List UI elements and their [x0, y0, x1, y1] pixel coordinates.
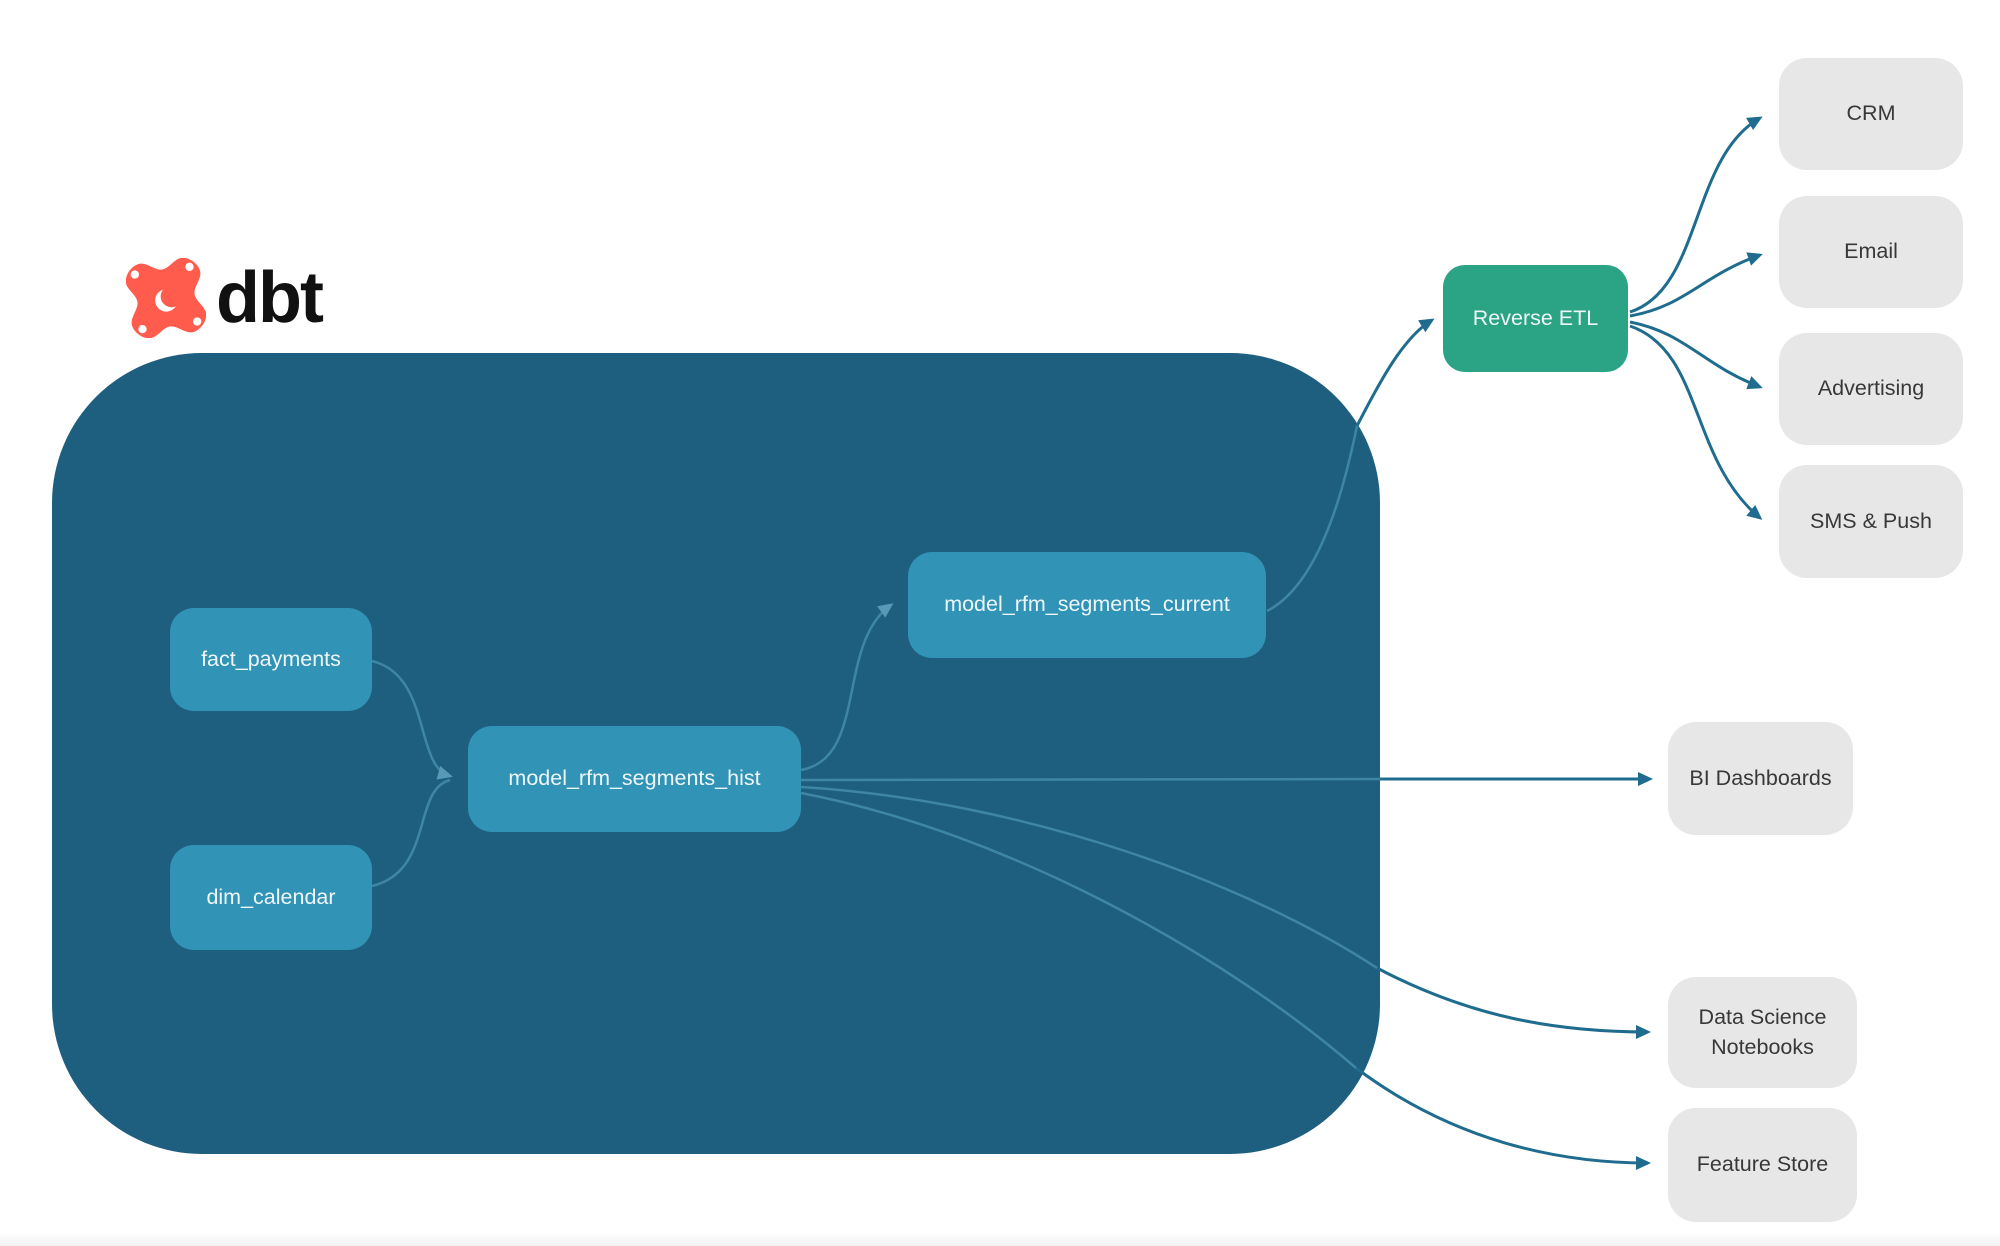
node-model-rfm-segments-hist: model_rfm_segments_hist — [468, 726, 801, 832]
node-dim-calendar: dim_calendar — [170, 845, 372, 950]
dbt-logo-text: dbt — [216, 258, 324, 338]
edge-reverse-etl-to-advertising — [1629, 320, 1763, 390]
edge-current-to-reverse-etl — [1355, 318, 1435, 427]
edge-dim-calendar-to-hist — [371, 778, 451, 888]
node-fact-payments: fact_payments — [170, 608, 372, 711]
dbt-logo-icon — [126, 258, 206, 338]
edge-current-to-reverse-etl-inner — [1266, 425, 1359, 613]
edge-reverse-etl-to-crm — [1629, 116, 1763, 314]
node-email: Email — [1779, 196, 1963, 308]
node-bi-dashboards: BI Dashboards — [1668, 722, 1853, 835]
bottom-edge-shadow — [0, 1233, 2000, 1246]
edge-hist-to-data-science-notebooks — [1376, 966, 1651, 1039]
node-sms-push: SMS & Push — [1779, 465, 1963, 578]
edge-hist-to-bi-inner — [800, 777, 1381, 782]
edge-hist-to-feature-store-inner — [800, 791, 1357, 1069]
node-feature-store: Feature Store — [1668, 1108, 1857, 1222]
edge-fact-payments-to-hist — [371, 659, 453, 780]
edge-hist-to-notebooks-inner — [800, 785, 1378, 970]
edge-hist-to-current — [800, 603, 894, 772]
node-crm: CRM — [1779, 58, 1963, 170]
node-data-science-notebooks: Data Science Notebooks — [1668, 977, 1857, 1088]
edge-reverse-etl-to-email — [1629, 252, 1763, 318]
edge-hist-to-feature-store — [1355, 1066, 1651, 1170]
dbt-logo: dbt — [126, 258, 324, 338]
node-model-rfm-segments-current: model_rfm_segments_current — [908, 552, 1266, 658]
node-reverse-etl: Reverse ETL — [1443, 265, 1628, 372]
node-advertising: Advertising — [1779, 333, 1963, 445]
edge-reverse-etl-to-sms-push — [1629, 324, 1763, 520]
